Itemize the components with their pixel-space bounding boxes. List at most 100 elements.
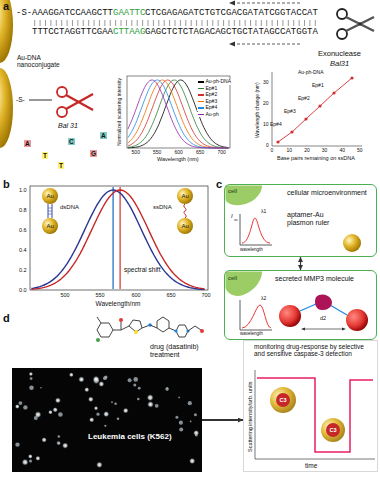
illustration-shape: [200, 329, 204, 333]
illustration-shape: [188, 326, 195, 331]
illustration-shape: [359, 23, 362, 26]
base-pair-rung: [234, 20, 235, 26]
cell-spot: [15, 404, 20, 409]
legend-row: Ep#2: [197, 92, 218, 98]
base-pair-rung: [40, 20, 41, 26]
legend-text: Ep#3: [206, 99, 218, 105]
illustration-shape: [48, 214, 52, 215]
cell-spot: [128, 378, 132, 382]
figure-label: 0.2: [19, 267, 27, 273]
cell-spot: [57, 441, 60, 444]
figure-label: -S-: [16, 8, 32, 18]
illustration-shape: [96, 338, 100, 342]
node-text: secreted MMP3 molecule: [275, 275, 373, 283]
illustration-shape: [270, 387, 296, 413]
figure-label: C: [68, 138, 75, 145]
figure-label: c: [216, 178, 222, 191]
base-pair-rung: [169, 20, 170, 26]
figure-label: Exonuclease: [318, 50, 361, 59]
base-pair-rung: [94, 20, 95, 26]
legend-swatch: [198, 101, 204, 103]
illustration-shape: [276, 393, 290, 407]
base-pair-rung: [164, 20, 165, 26]
figure-label: d2: [320, 315, 326, 321]
cell-spot: [29, 459, 32, 462]
panel-a-art: [0, 0, 374, 148]
illustration-shape: [300, 304, 316, 311]
base-pair-rung: [245, 20, 246, 26]
figure-label: GAGCTCTCTAGACAGCTGCTATAGCCATGGTA: [145, 27, 318, 37]
figure-label: cell: [228, 275, 237, 282]
figure-label: b: [3, 178, 10, 191]
data-point: [304, 117, 307, 120]
legend-swatch: [198, 114, 204, 116]
base-pair-rung: [315, 20, 316, 26]
base-pair-rung: [239, 20, 240, 26]
illustration-shape: [240, 300, 272, 330]
figure-label: G: [90, 150, 97, 157]
illustration-shape: [242, 305, 271, 328]
illustration-shape: [240, 214, 272, 245]
cell-spot: [133, 384, 136, 387]
cell-spot: [147, 401, 154, 408]
figure-label: 600: [132, 292, 141, 298]
illustration-shape: [242, 218, 270, 243]
cell-spot: [15, 442, 19, 446]
cell-spot: [123, 408, 129, 414]
node-text: Leukemia cells (K562): [88, 432, 172, 441]
base-pair-rung: [88, 20, 89, 26]
node-text: monitoring drug-response by selective an…: [254, 343, 376, 358]
figure-label: GAATTC: [113, 8, 145, 18]
figure-label: 50: [357, 148, 363, 154]
panel-b-art: [30, 186, 208, 290]
illustration-shape: [113, 330, 121, 331]
base-pair-rung: [77, 20, 78, 26]
figure-label: Au: [47, 193, 54, 200]
base-pair-rung: [250, 20, 251, 26]
illustration-shape: [121, 322, 122, 330]
illustration-shape: [66, 95, 93, 110]
cell-spot: [92, 376, 99, 383]
illustration-shape: [112, 187, 113, 289]
illustration-shape: [234, 3, 300, 4]
illustration-shape: [195, 326, 201, 330]
base-pair-rung: [207, 20, 208, 26]
illustration-shape: [229, 42, 235, 47]
figure-label: Wavelength (nm): [157, 156, 199, 162]
illustration-shape: [330, 305, 347, 315]
cell-spot: [175, 416, 178, 419]
base-pair-rung: [191, 20, 192, 26]
base-pair-rung: [104, 20, 105, 26]
figure-label: Bal31: [330, 60, 349, 69]
cell-spot: [55, 397, 61, 403]
legend-row: Ep#3: [197, 99, 218, 105]
illustration-shape: [150, 325, 157, 328]
figure-label: dsDNA: [60, 204, 79, 211]
figure-label: C3: [280, 397, 287, 403]
base-pair-rung: [185, 20, 186, 26]
illustration-shape: [119, 318, 123, 322]
trend-line: [278, 78, 352, 142]
base-pair-rung: [50, 20, 51, 26]
data-point: [318, 104, 321, 107]
illustration-shape: [346, 309, 368, 331]
illustration-shape: [97, 317, 101, 323]
cell-spot: [194, 413, 197, 416]
illustration-shape: [321, 418, 345, 442]
illustration-shape: [301, 328, 305, 331]
illustration-shape: [29, 100, 52, 101]
figure-label: T: [58, 162, 64, 169]
illustration-shape: [279, 305, 301, 327]
base-pair-rung: [153, 20, 154, 26]
figure-label: drug (dasatinib) treatment: [150, 343, 214, 359]
node-text: Scattering intensity/arb. units: [247, 381, 253, 452]
figure-label: I: [231, 213, 233, 220]
illustration-shape: [48, 208, 52, 209]
illustration-shape: [30, 186, 208, 290]
cell-spot: [133, 377, 138, 382]
cell-spot: [138, 387, 141, 390]
spectrum-curve: [128, 80, 228, 148]
illustration-shape: [272, 72, 362, 146]
cell-spot: [23, 405, 27, 409]
figure-label: 20: [304, 148, 310, 154]
